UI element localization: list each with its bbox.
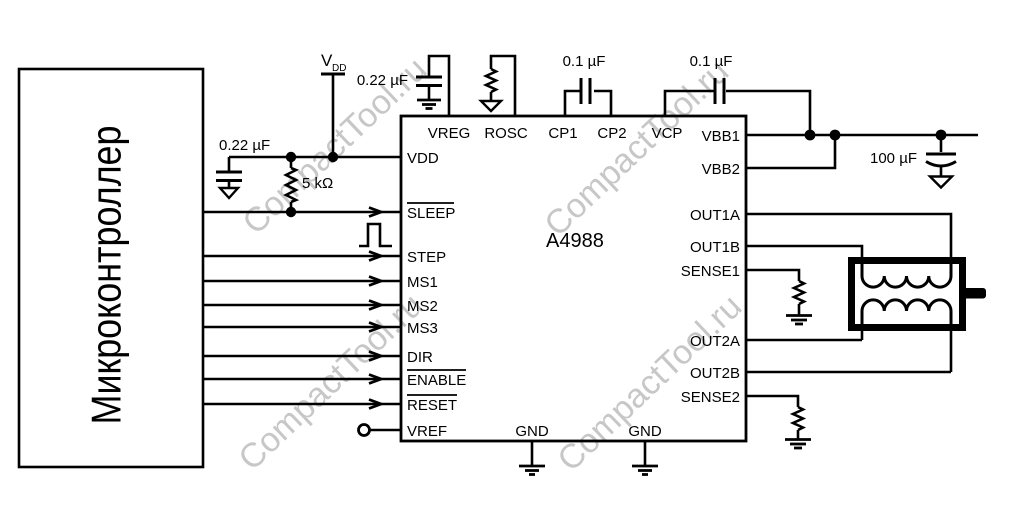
svg-text:5 kΩ: 5 kΩ [302, 175, 333, 192]
svg-text:VBB2: VBB2 [702, 161, 740, 178]
svg-text:VBB1: VBB1 [702, 128, 740, 145]
svg-text:GND: GND [628, 423, 662, 440]
svg-text:A4988: A4988 [546, 230, 604, 252]
svg-text:RESET: RESET [407, 397, 457, 414]
svg-text:MS3: MS3 [407, 320, 438, 337]
svg-text:DIR: DIR [407, 349, 433, 366]
svg-text:CP1: CP1 [548, 125, 577, 142]
svg-text:CP2: CP2 [597, 125, 626, 142]
svg-text:STEP: STEP [407, 249, 446, 266]
svg-text:V: V [321, 51, 333, 70]
svg-text:0.22 µF: 0.22 µF [357, 72, 408, 89]
svg-text:MS1: MS1 [407, 274, 438, 291]
svg-text:OUT2B: OUT2B [690, 365, 740, 382]
svg-text:SLEEP: SLEEP [407, 205, 455, 222]
svg-text:MS2: MS2 [407, 298, 438, 315]
svg-text:VREG: VREG [428, 125, 471, 142]
svg-text:VCP: VCP [652, 125, 683, 142]
svg-text:DD: DD [332, 63, 346, 74]
svg-text:OUT1B: OUT1B [690, 239, 740, 256]
svg-text:0.22 µF: 0.22 µF [219, 137, 270, 154]
svg-text:100 µF: 100 µF [870, 150, 917, 167]
svg-text:GND: GND [515, 423, 549, 440]
svg-text:0.1 µF: 0.1 µF [563, 53, 606, 70]
svg-text:ENABLE: ENABLE [407, 372, 466, 389]
svg-text:OUT2A: OUT2A [690, 333, 740, 350]
svg-text:0.1 µF: 0.1 µF [690, 53, 733, 70]
svg-text:VDD: VDD [407, 150, 439, 167]
svg-text:SENSE1: SENSE1 [681, 263, 740, 280]
svg-text:ROSC: ROSC [484, 125, 528, 142]
svg-text:Микроконтроллер: Микроконтроллер [84, 126, 130, 425]
svg-text:VREF: VREF [407, 423, 447, 440]
svg-text:SENSE2: SENSE2 [681, 389, 740, 406]
svg-text:OUT1A: OUT1A [690, 207, 740, 224]
